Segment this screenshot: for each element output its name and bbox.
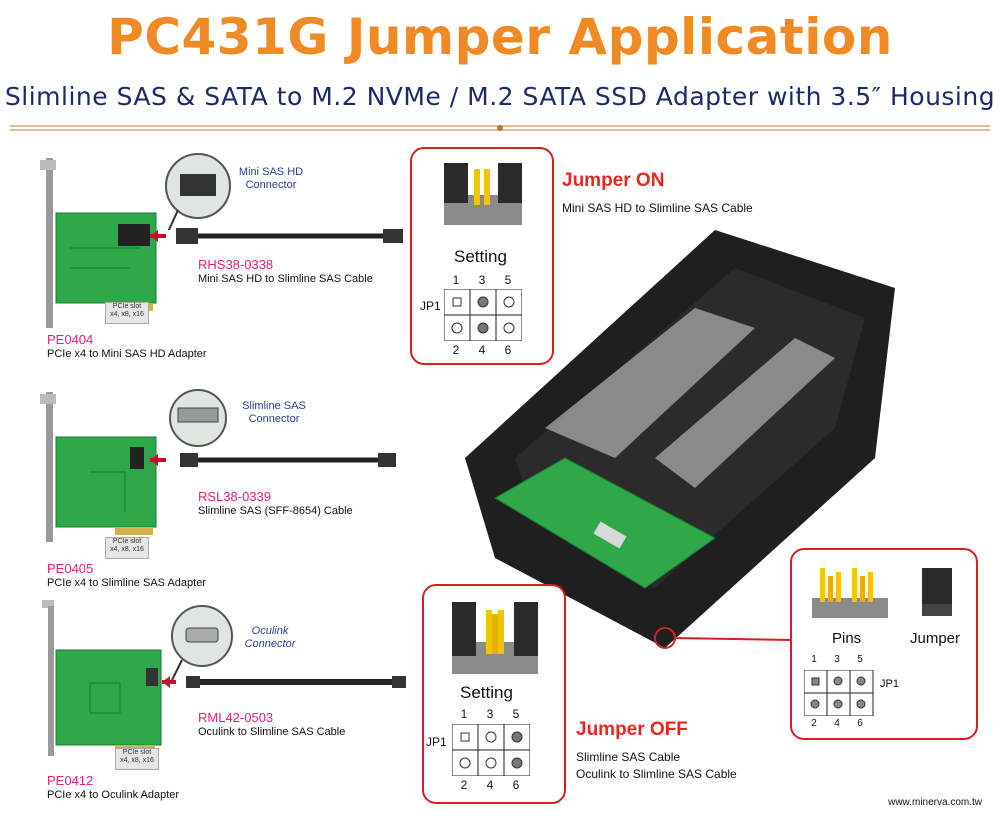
cable-rhs38-0338-image <box>150 228 403 244</box>
jp1-label: JP1 <box>420 299 441 313</box>
pin-number: 5 <box>504 273 512 287</box>
pc431g-housing-image <box>465 230 895 649</box>
pin-number: 5 <box>857 654 863 665</box>
pin-number: 6 <box>512 778 520 792</box>
pin-number: 4 <box>834 718 840 729</box>
jumper-on-setting-panel: Setting 1 3 5 JP1 2 4 6 <box>410 147 554 365</box>
oculink-connector-image <box>171 605 233 681</box>
adapter-model-pe0405: PE0405 <box>47 561 94 576</box>
cable-model-pe0405: RSL38-0339 <box>198 489 271 504</box>
jumper-label: Jumper <box>910 630 961 647</box>
pin-number: 6 <box>504 343 512 357</box>
pins-jumper-legend-panel: Pins Jumper 1 3 5 JP1 2 4 6 <box>790 548 978 740</box>
pins-icon <box>812 568 888 618</box>
page-title: PC431G Jumper Application <box>107 8 893 66</box>
cable-desc-pe0404: Mini SAS HD to Slimline SAS Cable <box>198 273 373 285</box>
setting-label: Setting <box>454 247 507 266</box>
adapter-desc-pe0412: PCIe x4 to Oculink Adapter <box>47 789 180 801</box>
pin-number: 3 <box>486 707 494 721</box>
jumper-off-pins-icon <box>452 602 538 674</box>
slimline-sas-connector-image <box>169 389 227 447</box>
legend-pin-grid <box>804 670 874 716</box>
cable-desc-pe0412: Oculink to Slimline SAS Cable <box>198 726 346 738</box>
pins-label: Pins <box>832 630 862 647</box>
pin-number: 5 <box>512 707 520 721</box>
cable-model-pe0412: RML42-0503 <box>198 710 274 725</box>
pin-number: 1 <box>452 273 460 287</box>
pcie-card-pe0404-image <box>40 158 157 328</box>
jumper-off-title: Jumper OFF <box>576 719 688 740</box>
pin-number: 2 <box>811 718 817 729</box>
adapter-model-pe0404: PE0404 <box>47 332 94 347</box>
pin-number: 4 <box>486 778 494 792</box>
jp1-label: JP1 <box>426 735 447 749</box>
adapter-desc-pe0404: PCIe x4 to Mini SAS HD Adapter <box>47 348 207 360</box>
cable-model-pe0404: RHS38-0338 <box>198 257 274 272</box>
jumper-on-desc: Mini SAS HD to Slimline SAS Cable <box>562 201 753 215</box>
pin-number: 3 <box>834 654 840 665</box>
pin-number: 2 <box>452 343 460 357</box>
cable-rml42-0503-image <box>162 676 406 688</box>
adapter-model-pe0412: PE0412 <box>47 773 94 788</box>
pin-number: 2 <box>460 778 468 792</box>
cable-rsl38-0339-image <box>150 453 396 467</box>
pin-number: 3 <box>478 273 486 287</box>
jp1-label: JP1 <box>880 678 899 690</box>
jp1-pin-grid <box>444 289 522 341</box>
setting-label: Setting <box>460 683 513 702</box>
pin-number: 6 <box>857 718 863 729</box>
jumper-on-title: Jumper ON <box>562 170 665 191</box>
pin-number: 1 <box>460 707 468 721</box>
jp1-pin-grid <box>452 724 530 776</box>
jumper-icon <box>922 568 952 616</box>
mini-sas-hd-connector-image <box>165 153 231 230</box>
pin-number: 1 <box>811 654 817 665</box>
jumper-off-setting-panel: Setting 1 3 5 JP1 2 4 6 <box>422 584 566 804</box>
pcie-card-pe0405-image <box>40 392 157 542</box>
adapter-desc-pe0405: PCIe x4 to Slimline SAS Adapter <box>47 577 206 589</box>
cable-desc-pe0405: Slimline SAS (SFF-8654) Cable <box>198 505 353 517</box>
pin-number: 4 <box>478 343 486 357</box>
pcie-card-pe0412-image <box>42 600 162 756</box>
footer-url: www.minerva.com.tw <box>888 797 982 808</box>
page-subtitle: Slimline SAS & SATA to M.2 NVMe / M.2 SA… <box>4 82 996 111</box>
jumper-on-pins-icon <box>444 163 522 225</box>
title-divider <box>10 125 990 131</box>
